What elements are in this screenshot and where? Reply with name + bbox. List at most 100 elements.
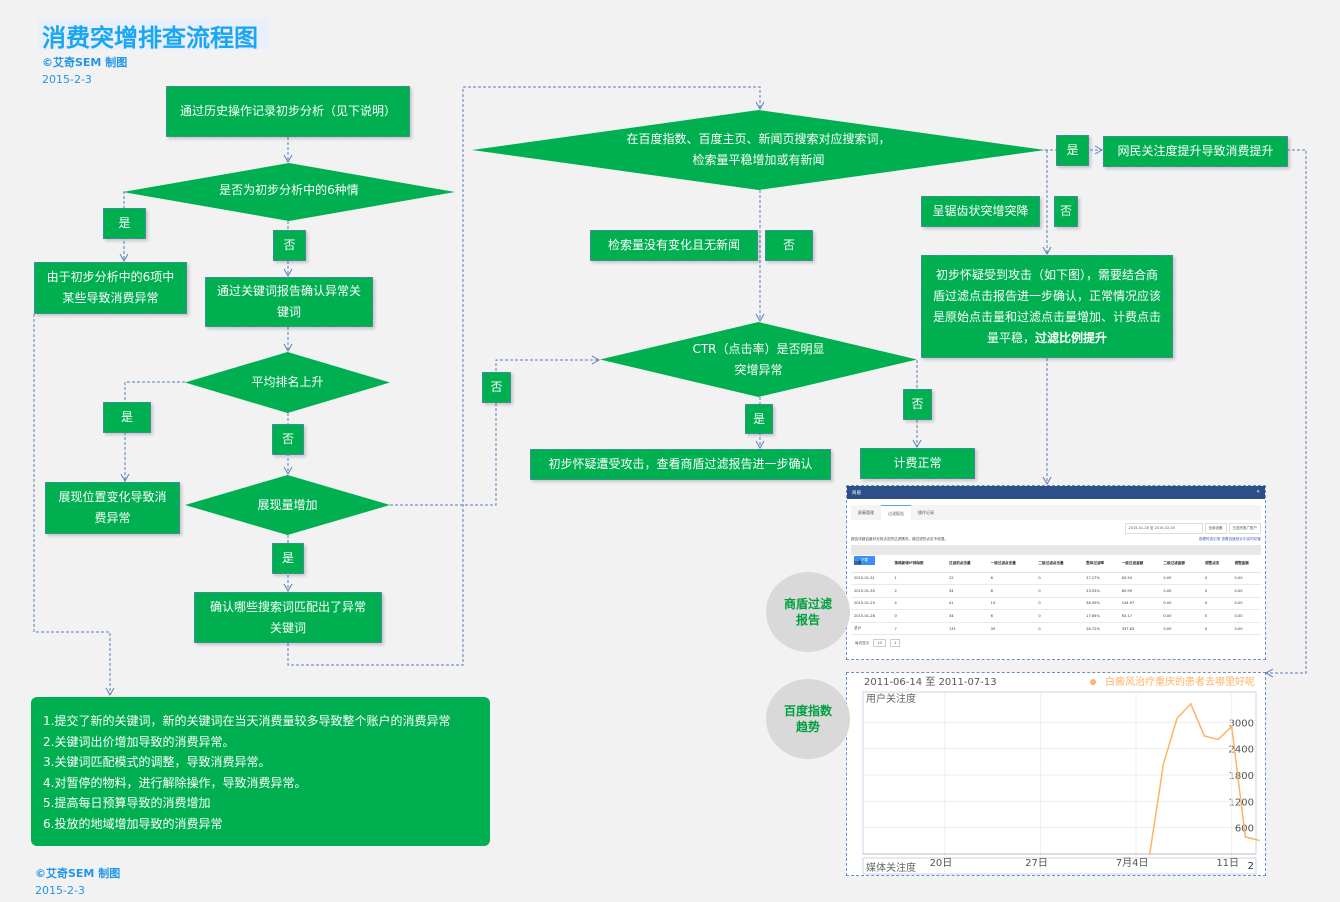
y-tick-label: 1800	[1229, 771, 1254, 782]
no-label: 否	[1054, 196, 1078, 227]
table-cell: 144.97	[1118, 597, 1161, 611]
page-size: 10	[873, 639, 886, 648]
column-header: 一级过滤金额	[1118, 555, 1161, 573]
table-cell: 63.50	[1118, 572, 1161, 586]
plot-area	[862, 691, 1257, 855]
no-label: 否	[765, 230, 813, 261]
page-title: 消费突增排查流程图	[42, 24, 258, 52]
table-cell: 36.59%	[1083, 597, 1119, 611]
device-select: 全部设备	[1204, 523, 1227, 534]
notes-panel: 1.提交了新的关键词，新的关键词在当天消费量较多导致整个账户的消费异常 2.关键…	[31, 697, 490, 846]
link: 查看时查记录	[1198, 537, 1221, 541]
no-change-label: 检索量没有变化且无新闻	[590, 230, 758, 261]
table-cell: 17.65%	[1083, 609, 1119, 623]
table-cell: 22	[946, 572, 988, 586]
data-point	[1258, 839, 1260, 842]
connector	[33, 314, 115, 697]
data-point	[1217, 738, 1219, 741]
table-cell: 2	[891, 584, 947, 598]
lower-panel-label: 媒体关注度	[866, 861, 916, 874]
data-point	[1162, 763, 1165, 765]
yes-label: 是	[745, 404, 773, 434]
attack-text: 初步怀疑受到攻击（如下图），需要结合商盾过滤点击报告进一步确认，正常情况应该是原…	[932, 268, 1161, 345]
table-cell: 63.17	[1118, 609, 1161, 623]
attack-check-box: 初步怀疑遭受攻击，查看商盾过滤报告进一步确认	[530, 449, 831, 480]
shield-table: 日期策略新增IP排除数过滤前点击量一级过滤点击量二级过滤点击量整体过滤率一级过滤…	[851, 555, 1261, 636]
table-cell: 0	[1202, 622, 1232, 636]
confirm-terms-box: 确认哪些搜索词匹配出了异常关键词	[194, 592, 382, 643]
table-cell: 0.00	[1160, 609, 1203, 623]
table-cell: 总计	[851, 622, 892, 636]
table-cell: 2015-01-29	[851, 597, 892, 611]
table-cell: 34	[946, 584, 988, 598]
y-tick-label: 2400	[1229, 745, 1254, 756]
keyword-report-box: 通过关键词报告确认异常关键词	[205, 277, 373, 327]
table-cell: 26.72%	[1083, 622, 1119, 636]
legend-marker	[1090, 679, 1096, 685]
table-cell: 0.00	[1231, 572, 1261, 586]
billing-normal-box: 计费正常	[860, 448, 975, 479]
download-bar: 下载	[851, 545, 1261, 565]
data-point	[1244, 836, 1247, 838]
table-cell: 0.00	[1231, 597, 1261, 611]
connector	[120, 381, 185, 483]
yes-label: 是	[103, 208, 146, 239]
lower-panel	[862, 857, 1257, 875]
connector	[287, 86, 765, 666]
x-tick-label: 20日	[930, 858, 953, 869]
table-cell: 0.00	[1160, 572, 1203, 586]
six-cause-box: 由于初步分析中的6项中某些导致消费异常	[34, 262, 187, 314]
data-point	[1203, 735, 1206, 737]
download-button: 下载	[854, 556, 875, 565]
link: 查看百度统计中实时访客	[1221, 537, 1261, 541]
table-cell: 2015-01-28	[851, 609, 892, 623]
column-header: 过滤前点击量	[946, 555, 988, 573]
column-header: 二级过滤点击量	[1035, 555, 1084, 573]
credit: ©艾奇SEM 制图	[42, 56, 128, 69]
column-header: 二级过滤金额	[1160, 555, 1203, 573]
table-cell: 6	[987, 572, 1036, 586]
table-cell: 7	[891, 622, 947, 636]
table-cell: 0	[1202, 609, 1232, 623]
column-header: 一级过滤点击量	[987, 555, 1036, 573]
table-cell: 0.00	[1231, 609, 1261, 623]
start-box: 通过历史操作记录初步分析（见下说明）	[166, 86, 410, 137]
table-cell: 0	[1202, 597, 1232, 611]
shield-note: 报告详细百度对无效点击的过滤情况，被过滤的点击不收费。	[851, 537, 949, 541]
table-cell: 0	[891, 609, 947, 623]
table-cell: 0.00	[1160, 622, 1203, 636]
table-cell: 2015-01-30	[851, 584, 892, 598]
connector	[390, 355, 601, 506]
sawtooth-label: 呈锯齿状突增突降	[921, 196, 1040, 227]
data-point	[1176, 717, 1178, 720]
table-cell: 4	[891, 597, 947, 611]
table-cell: 0	[1035, 584, 1084, 598]
table-cell: 0	[1202, 572, 1232, 586]
table-cell: 6	[987, 609, 1036, 623]
netizen-box: 网民关注度提升导致消费提升	[1103, 136, 1288, 167]
x-tick-label: 11日	[1216, 858, 1239, 869]
y-axis-label: 用户关注度	[866, 692, 916, 705]
note-item: 5.提高每日预算导致的消费增加	[43, 796, 211, 811]
no-label: 否	[903, 389, 932, 420]
column-header: 调整金额	[1231, 555, 1261, 573]
table-cell: 0	[1035, 597, 1084, 611]
connector	[1264, 149, 1307, 678]
footer-credit: ©艾奇SEM 制图	[35, 867, 121, 880]
shield-report-screenshot: 商盾✕ 屏蔽管理 过滤报告 操作记录 2015-01-28 至 2015-02-…	[846, 485, 1266, 660]
footer-date: 2015-2-3	[35, 884, 85, 897]
table-cell: 1	[891, 572, 947, 586]
attack-suspected-box: 初步怀疑受到攻击（如下图），需要结合商盾过滤点击报告进一步确认，正常情况应该是原…	[921, 255, 1173, 358]
note-item: 3.关键词匹配模式的调整，导致消费异常。	[43, 755, 271, 770]
table-cell: 0.00	[1231, 584, 1261, 598]
yes-label: 是	[1056, 135, 1089, 166]
table-cell: 2015-01-31	[851, 572, 892, 586]
shield-tabs: 屏蔽管理 过滤报告 操作记录	[851, 505, 1261, 520]
shield-title: 商盾	[852, 491, 861, 496]
column-header: 策略新增IP排除数	[891, 555, 947, 573]
table-cell: 131	[946, 622, 988, 636]
